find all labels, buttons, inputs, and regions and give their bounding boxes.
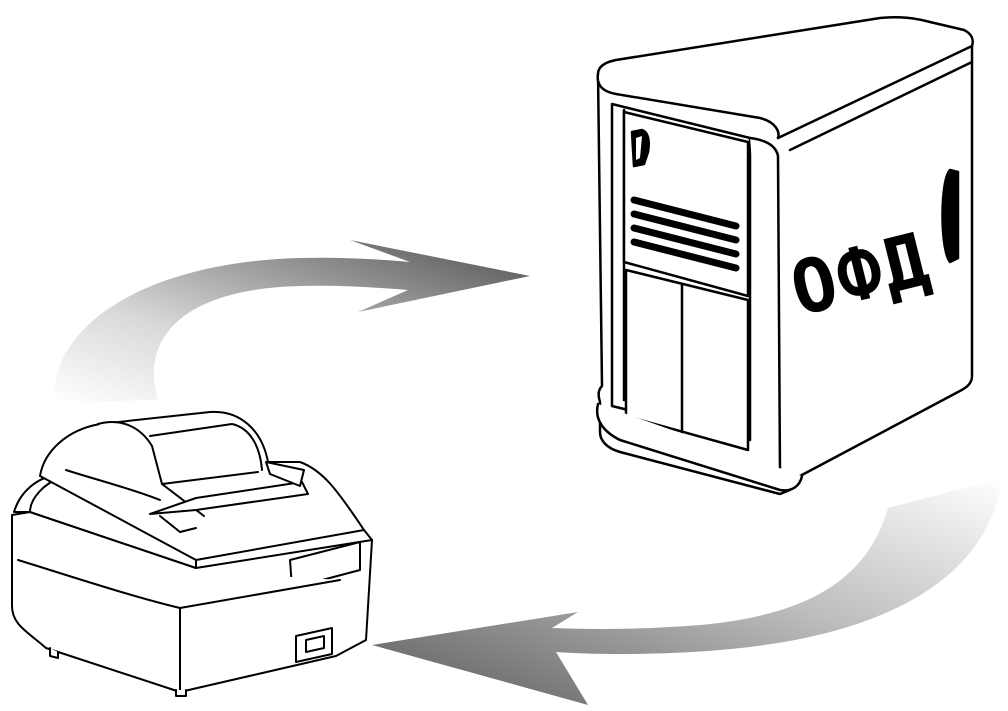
arrow-to-server <box>55 240 530 402</box>
curved-arrow-left-icon <box>372 478 1002 705</box>
ofd-server: ОФД <box>597 17 973 494</box>
fiscal-receipt-printer-icon <box>12 412 372 696</box>
arrow-to-printer <box>372 478 1002 705</box>
curved-arrow-right-icon <box>55 240 530 402</box>
fiscal-receipt-printer <box>12 412 372 696</box>
